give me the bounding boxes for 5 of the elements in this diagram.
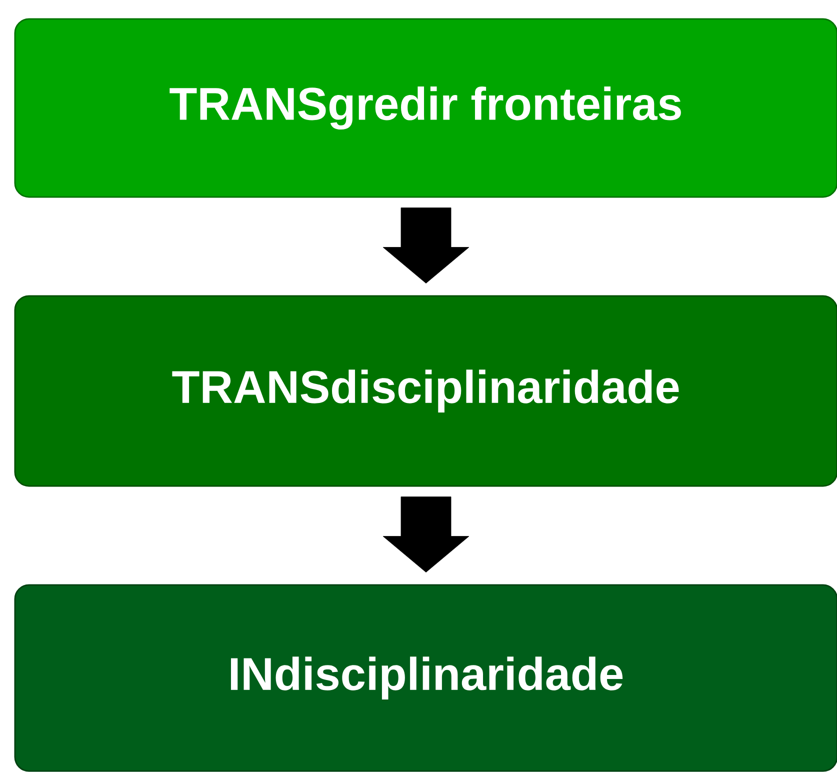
process-box: TRANSgredir fronteiras <box>14 18 837 198</box>
process-box: TRANSdisciplinaridade <box>14 295 837 487</box>
arrow <box>382 496 470 572</box>
process-box: INdisciplinaridade <box>14 584 837 772</box>
arrow <box>382 208 470 284</box>
